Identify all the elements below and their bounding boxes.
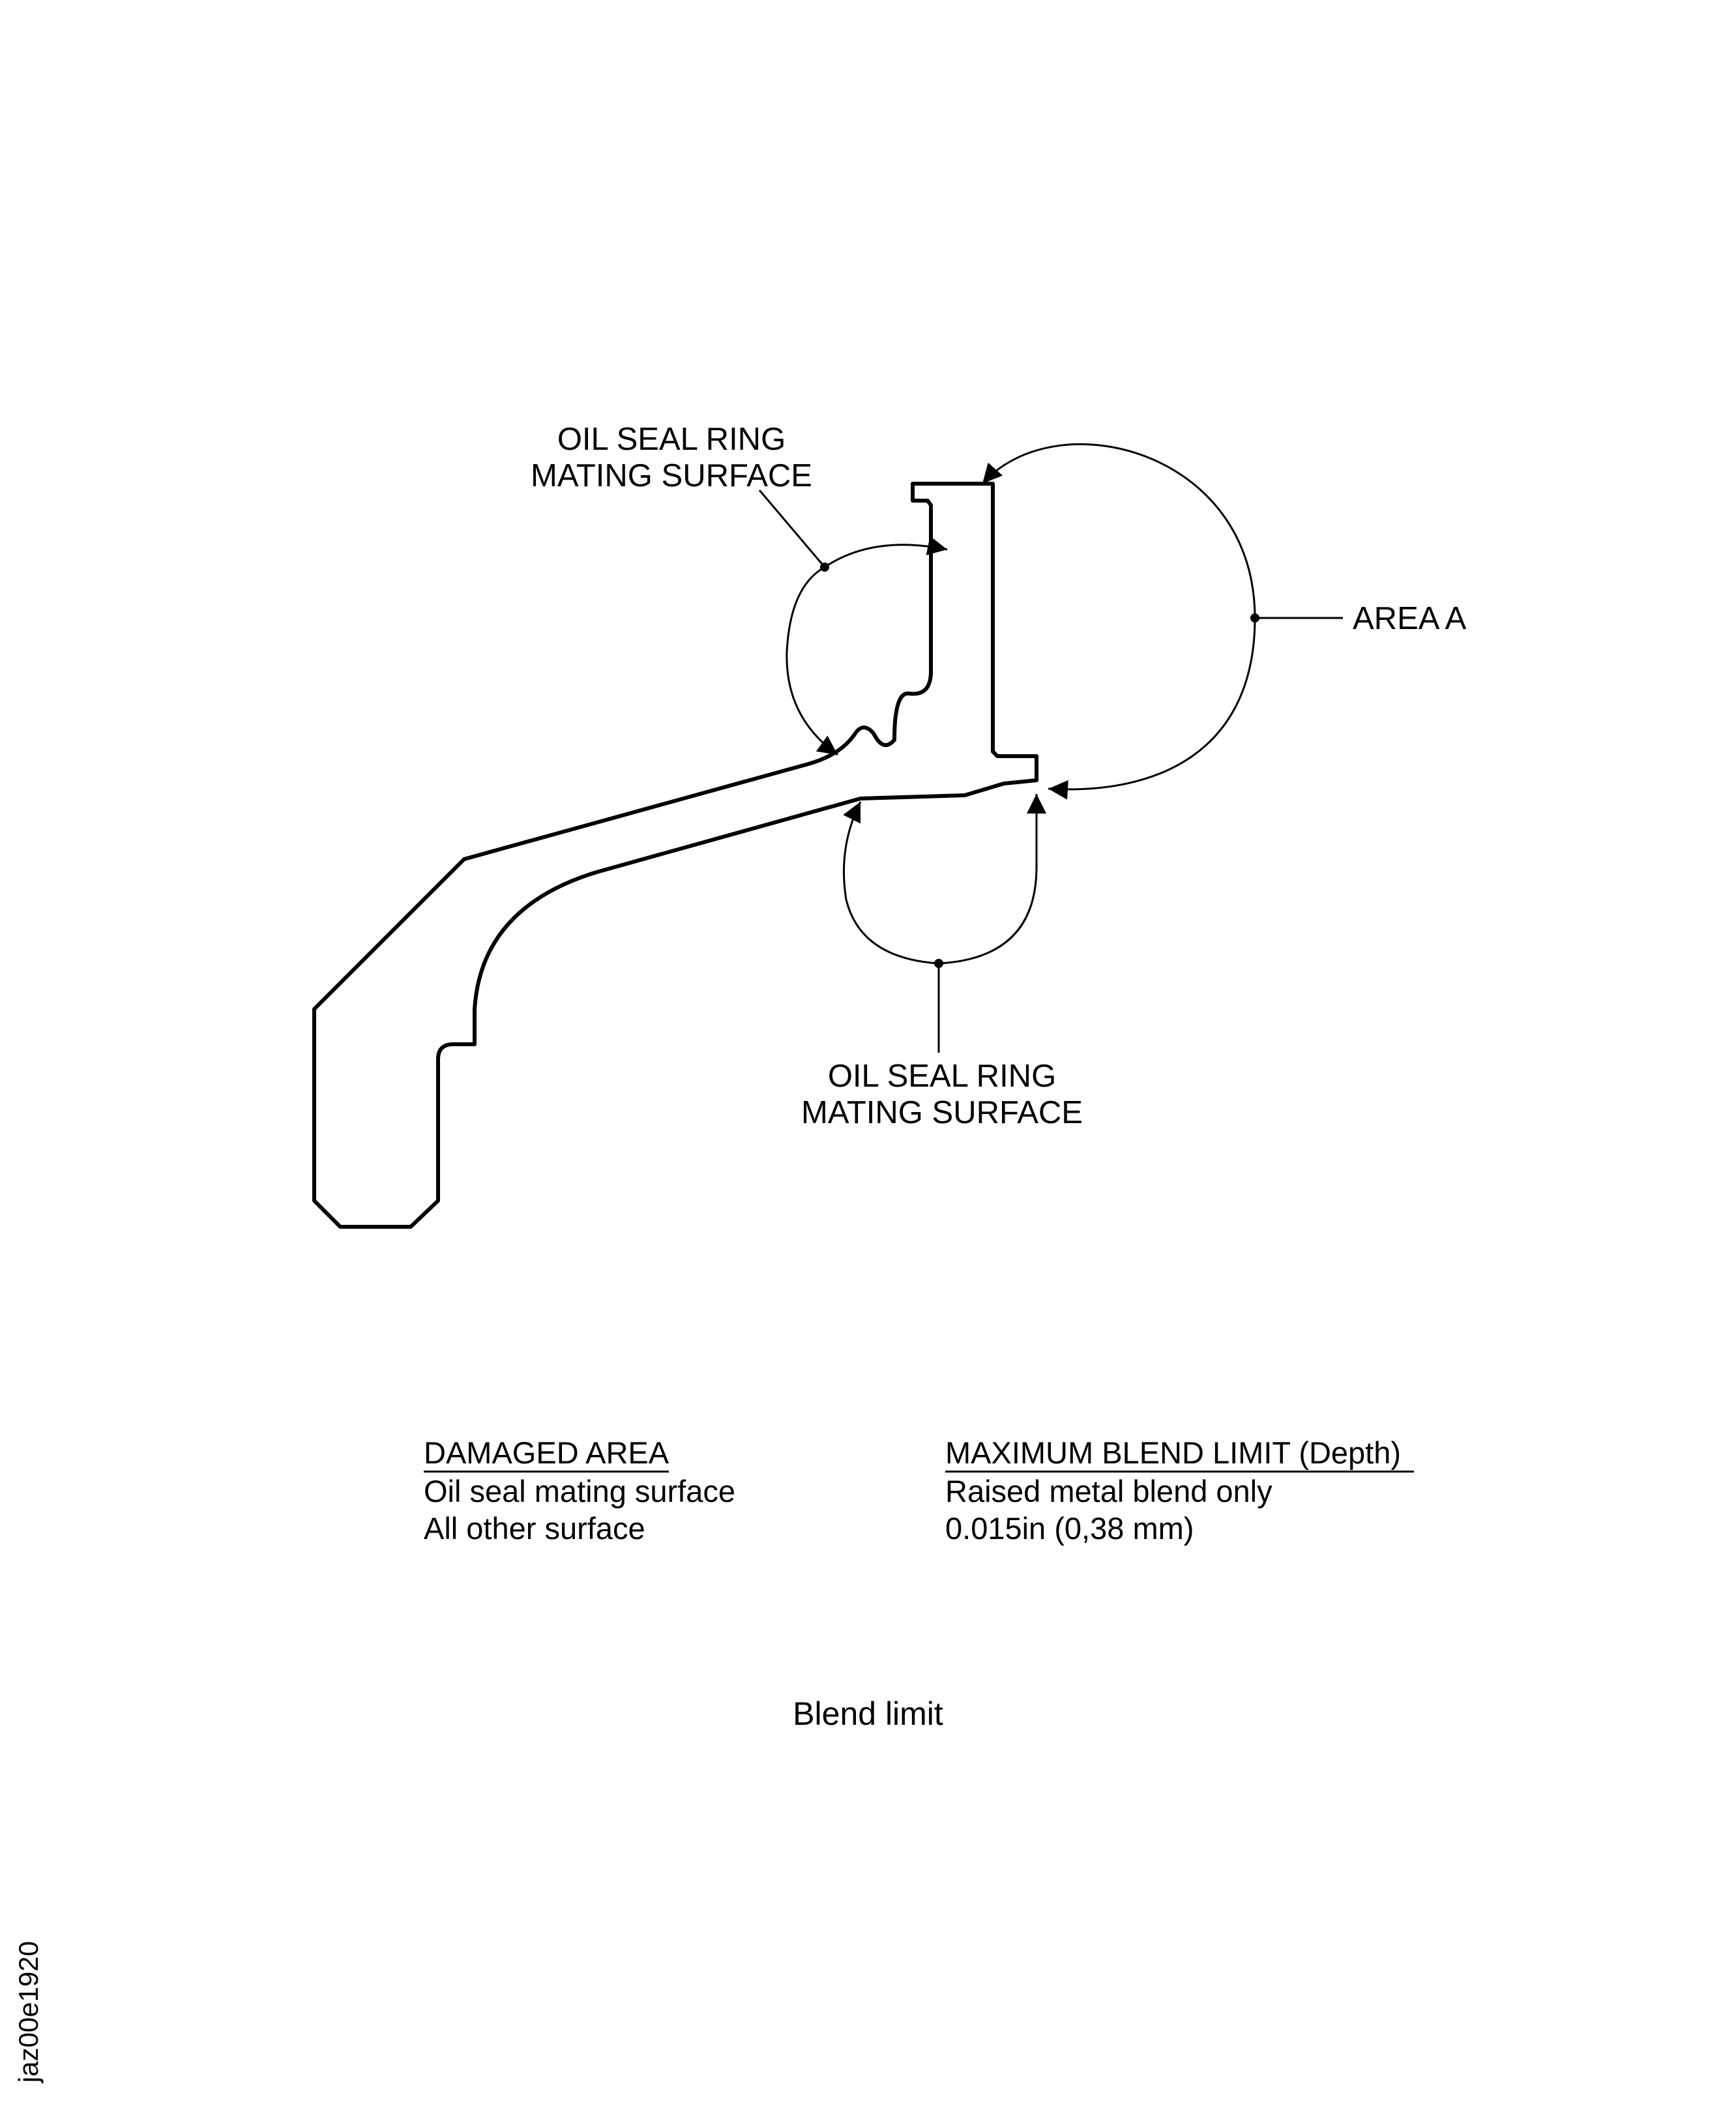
- callout-arc: [824, 536, 948, 568]
- damaged-area-row: Oil seal mating surface: [424, 1474, 736, 1508]
- oil-seal-bottom-label-line1: OIL SEAL RING: [828, 1059, 1056, 1094]
- callout-arc: [843, 801, 939, 965]
- blend-limit-column: MAXIMUM BLEND LIMIT (Depth) Raised metal…: [945, 1434, 1415, 1547]
- oil-seal-bottom-label-line2: MATING SURFACE: [801, 1095, 1083, 1130]
- leader-line: [758, 490, 826, 568]
- damaged-area-row: All other surface: [424, 1511, 645, 1546]
- area-a-arc: [1048, 617, 1256, 800]
- oil-seal-top-label-line1: OIL SEAL RING: [557, 422, 786, 457]
- damaged-area-header: DAMAGED AREA: [424, 1435, 669, 1473]
- callout-oil-seal-top: OIL SEAL RING MATING SURFACE: [531, 422, 948, 756]
- figure-caption: Blend limit: [793, 1695, 943, 1732]
- blend-limit-row: Raised metal blend only: [945, 1474, 1273, 1508]
- area-a-label: AREA A: [1353, 601, 1467, 636]
- callout-arc: [786, 566, 838, 756]
- blend-limit-row: 0.015in (0,38 mm): [945, 1511, 1194, 1546]
- figure-id: jaz00e1920: [13, 1941, 44, 2083]
- blend-limit-header: MAXIMUM BLEND LIMIT (Depth): [945, 1435, 1415, 1473]
- callout-area-a: AREA A: [981, 443, 1467, 800]
- callout-arc: [938, 794, 1046, 965]
- area-a-arc: [981, 443, 1256, 619]
- callout-oil-seal-bottom: OIL SEAL RING MATING SURFACE: [801, 794, 1083, 1130]
- oil-seal-top-label-line2: MATING SURFACE: [531, 458, 812, 493]
- damaged-area-column: DAMAGED AREA Oil seal mating surface All…: [424, 1434, 735, 1547]
